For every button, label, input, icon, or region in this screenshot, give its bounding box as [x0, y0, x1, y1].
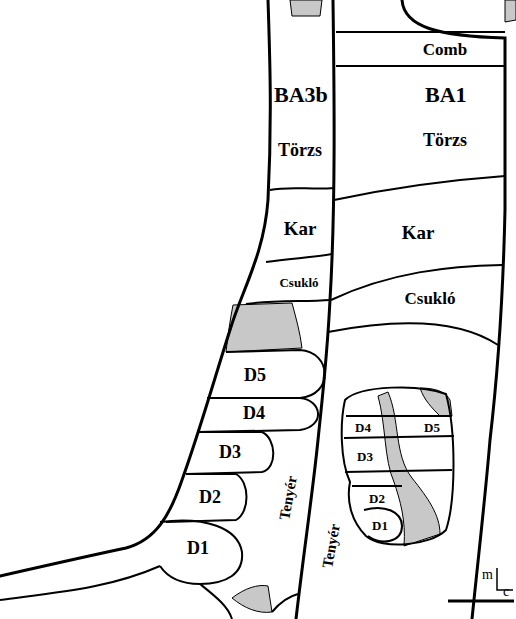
axis-letter: m	[482, 568, 493, 582]
region-label: D5	[424, 421, 440, 434]
body-region: Törzs	[423, 131, 467, 149]
body-region: D4	[243, 404, 265, 422]
region-label: Tenyér	[277, 475, 299, 521]
region-label: Törzs	[423, 131, 467, 149]
body-region: D5	[244, 366, 266, 384]
region-label: Törzs	[278, 141, 322, 159]
body-region: Kar	[402, 223, 435, 242]
region-label: D5	[244, 366, 266, 384]
region-lines	[0, 32, 505, 619]
region-label: D2	[369, 492, 385, 505]
body-region: D2	[369, 490, 385, 506]
body-region: Tenyér	[319, 523, 342, 570]
region-label: Csukló	[279, 276, 318, 289]
region-label: Kar	[402, 223, 435, 242]
area-name: BA1	[425, 84, 467, 106]
region-label: Comb	[423, 41, 467, 58]
body-region: Csukló	[279, 274, 318, 290]
region-label: D2	[199, 488, 221, 506]
body-region: D5	[424, 419, 440, 435]
axis-letter: c	[503, 585, 509, 599]
region-label: D4	[355, 421, 371, 434]
body-region: D1	[187, 539, 209, 557]
region-label: D1	[187, 539, 209, 557]
region-label: D1	[372, 519, 388, 532]
region-label: Csukló	[404, 290, 455, 307]
body-region: D4	[355, 419, 371, 435]
body-region: D3	[219, 443, 241, 461]
area-name: BA3b	[274, 84, 328, 106]
body-region: Tenyér	[276, 475, 299, 522]
body-region: Kar	[284, 219, 317, 238]
region-label: Kar	[284, 219, 317, 238]
body-region: D2	[199, 488, 221, 506]
area-borders	[0, 0, 505, 619]
scale-and-orientation	[448, 568, 514, 601]
region-label: D3	[357, 450, 373, 463]
region-label: Tenyér	[320, 523, 342, 569]
region-label: D4	[243, 404, 265, 422]
body-region: Comb	[423, 41, 467, 58]
body-region: D3	[357, 448, 373, 464]
region-label: D3	[219, 443, 241, 461]
body-region: Törzs	[278, 141, 322, 159]
body-region: D1	[372, 517, 388, 533]
body-region: Csukló	[404, 290, 455, 307]
